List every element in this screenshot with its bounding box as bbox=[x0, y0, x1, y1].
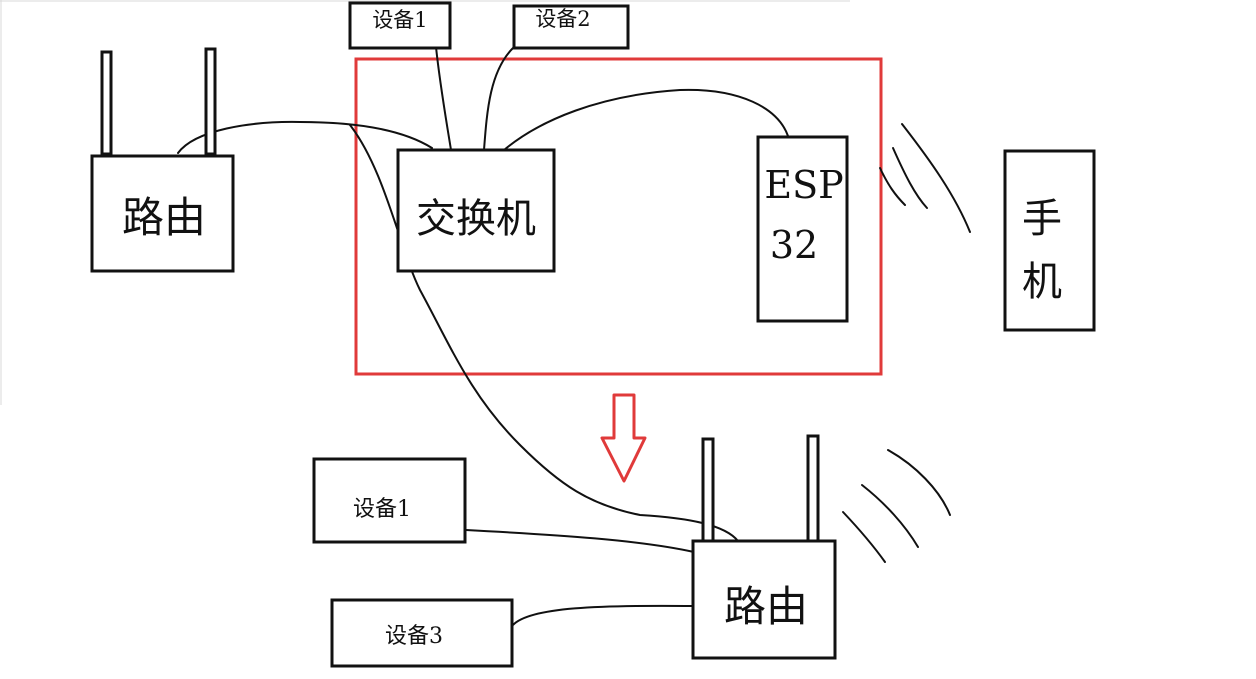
switch-label: 交换机 bbox=[416, 196, 536, 242]
switch: 交换机 bbox=[396, 148, 556, 273]
cable-device1-switch bbox=[435, 46, 452, 151]
cable-switch-esp32 bbox=[503, 88, 789, 151]
antenna-icon bbox=[100, 50, 113, 156]
device2-top-label: 设备2 bbox=[535, 7, 590, 31]
device1-bottom-label: 设备1 bbox=[353, 497, 411, 522]
phone-label-line1: 手 bbox=[1022, 196, 1062, 242]
device1-top: 设备1 bbox=[348, 1, 452, 50]
wifi-wave-top-2 bbox=[892, 147, 928, 209]
phone-label-line2: 机 bbox=[1022, 259, 1062, 305]
antenna-icon bbox=[204, 47, 217, 156]
cables bbox=[177, 46, 789, 626]
esp32: ESP 32 bbox=[756, 135, 849, 323]
wifi-wave-bottom-3 bbox=[887, 449, 951, 516]
wifi-waves-icon bbox=[842, 449, 951, 563]
router-top: 路由 bbox=[90, 47, 235, 273]
device1-top-box bbox=[348, 1, 452, 50]
router-top-box bbox=[90, 154, 235, 273]
wifi-wave-bottom-2 bbox=[861, 484, 919, 548]
wifi-wave-bottom-1 bbox=[842, 511, 886, 563]
cable-device2-switch bbox=[483, 46, 515, 151]
wifi-waves-icon bbox=[879, 123, 971, 233]
device2-top: 设备2 bbox=[512, 4, 630, 50]
antenna-icon bbox=[701, 437, 715, 543]
device2-top-box bbox=[512, 4, 630, 50]
device1-bottom: 设备1 bbox=[312, 457, 467, 544]
router-top-label: 路由 bbox=[122, 193, 206, 242]
cable-router-switch bbox=[177, 120, 433, 154]
antenna-icon bbox=[806, 434, 820, 543]
device3-bottom: 设备3 bbox=[330, 598, 514, 668]
router-bottom-label: 路由 bbox=[724, 582, 808, 631]
device1-bottom-box bbox=[312, 457, 467, 544]
esp32-box bbox=[756, 135, 849, 323]
esp32-label-line2: 32 bbox=[770, 223, 818, 267]
cable-device3-bottom-router bbox=[512, 604, 695, 626]
device3-bottom-box bbox=[330, 598, 514, 668]
wifi-wave-top-3 bbox=[901, 123, 971, 233]
highlight-frame bbox=[354, 57, 883, 376]
cable-device1-bottom-router bbox=[465, 529, 695, 553]
wifi-wave-top-1 bbox=[879, 167, 906, 206]
router-bottom: 路由 bbox=[691, 434, 837, 660]
switch-box bbox=[396, 148, 556, 273]
router-bottom-box bbox=[691, 539, 837, 660]
device1-top-label: 设备1 bbox=[372, 8, 427, 32]
down-arrow-icon bbox=[600, 393, 647, 483]
esp32-label-line1: ESP bbox=[764, 163, 843, 207]
down-arrow-shape bbox=[600, 393, 647, 483]
device3-bottom-label: 设备3 bbox=[385, 624, 443, 649]
phone: 手 机 bbox=[1003, 149, 1096, 332]
phone-box bbox=[1003, 149, 1096, 332]
